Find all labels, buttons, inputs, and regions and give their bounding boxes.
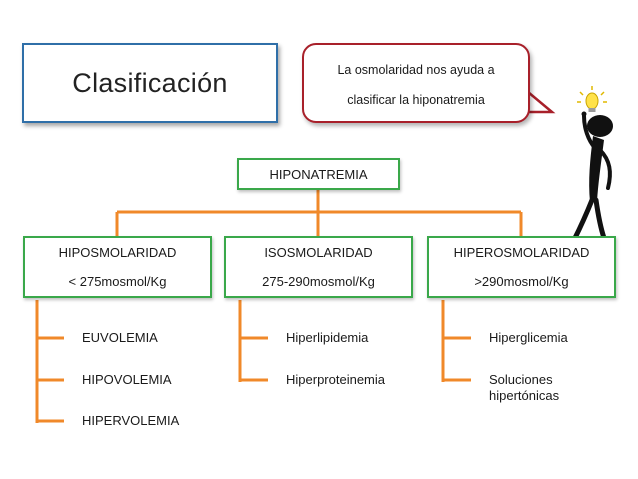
branch-range: 275-290mosmol/Kg bbox=[262, 274, 375, 289]
leaf-item: Soluciones hipertónicas bbox=[489, 372, 560, 403]
branch-node-hiposmolaridad: HIPOSMOLARIDAD < 275mosmol/Kg bbox=[23, 236, 212, 298]
bubble-line-2: clasificar la hiponatremia bbox=[347, 93, 485, 107]
speech-bubble: La osmolaridad nos ayuda a clasificar la… bbox=[302, 43, 530, 123]
branch-node-isosmolaridad: ISOSMOLARIDAD 275-290mosmol/Kg bbox=[224, 236, 413, 298]
page-title: Clasificación bbox=[72, 67, 228, 98]
tree-connectors bbox=[35, 190, 523, 423]
branch-range: >290mosmol/Kg bbox=[474, 274, 569, 289]
branch-label: HIPEROSMOLARIDAD bbox=[453, 245, 590, 260]
stick-figure-icon bbox=[563, 111, 613, 249]
branch-node-hiperosmolaridad: HIPEROSMOLARIDAD >290mosmol/Kg bbox=[427, 236, 616, 298]
leaf-item: Hiperglicemia bbox=[489, 330, 568, 345]
leaf-item: EUVOLEMIA bbox=[82, 330, 158, 345]
branch-label: HIPOSMOLARIDAD bbox=[58, 245, 177, 260]
lightbulb-icon bbox=[577, 86, 607, 112]
branch-range: < 275mosmol/Kg bbox=[68, 274, 167, 289]
root-node: HIPONATREMIA bbox=[237, 158, 400, 190]
leaf-item: Hiperproteinemia bbox=[286, 372, 385, 387]
bubble-tail bbox=[526, 89, 556, 114]
leaf-item: Hiperlipidemia bbox=[286, 330, 369, 345]
root-label: HIPONATREMIA bbox=[269, 167, 368, 182]
title-box: Clasificación bbox=[22, 43, 278, 123]
leaf-item: HIPOVOLEMIA bbox=[82, 372, 172, 387]
bubble-line-1: La osmolaridad nos ayuda a bbox=[337, 63, 495, 77]
leaf-item: HIPERVOLEMIA bbox=[82, 413, 180, 428]
branch-label: ISOSMOLARIDAD bbox=[264, 245, 373, 260]
